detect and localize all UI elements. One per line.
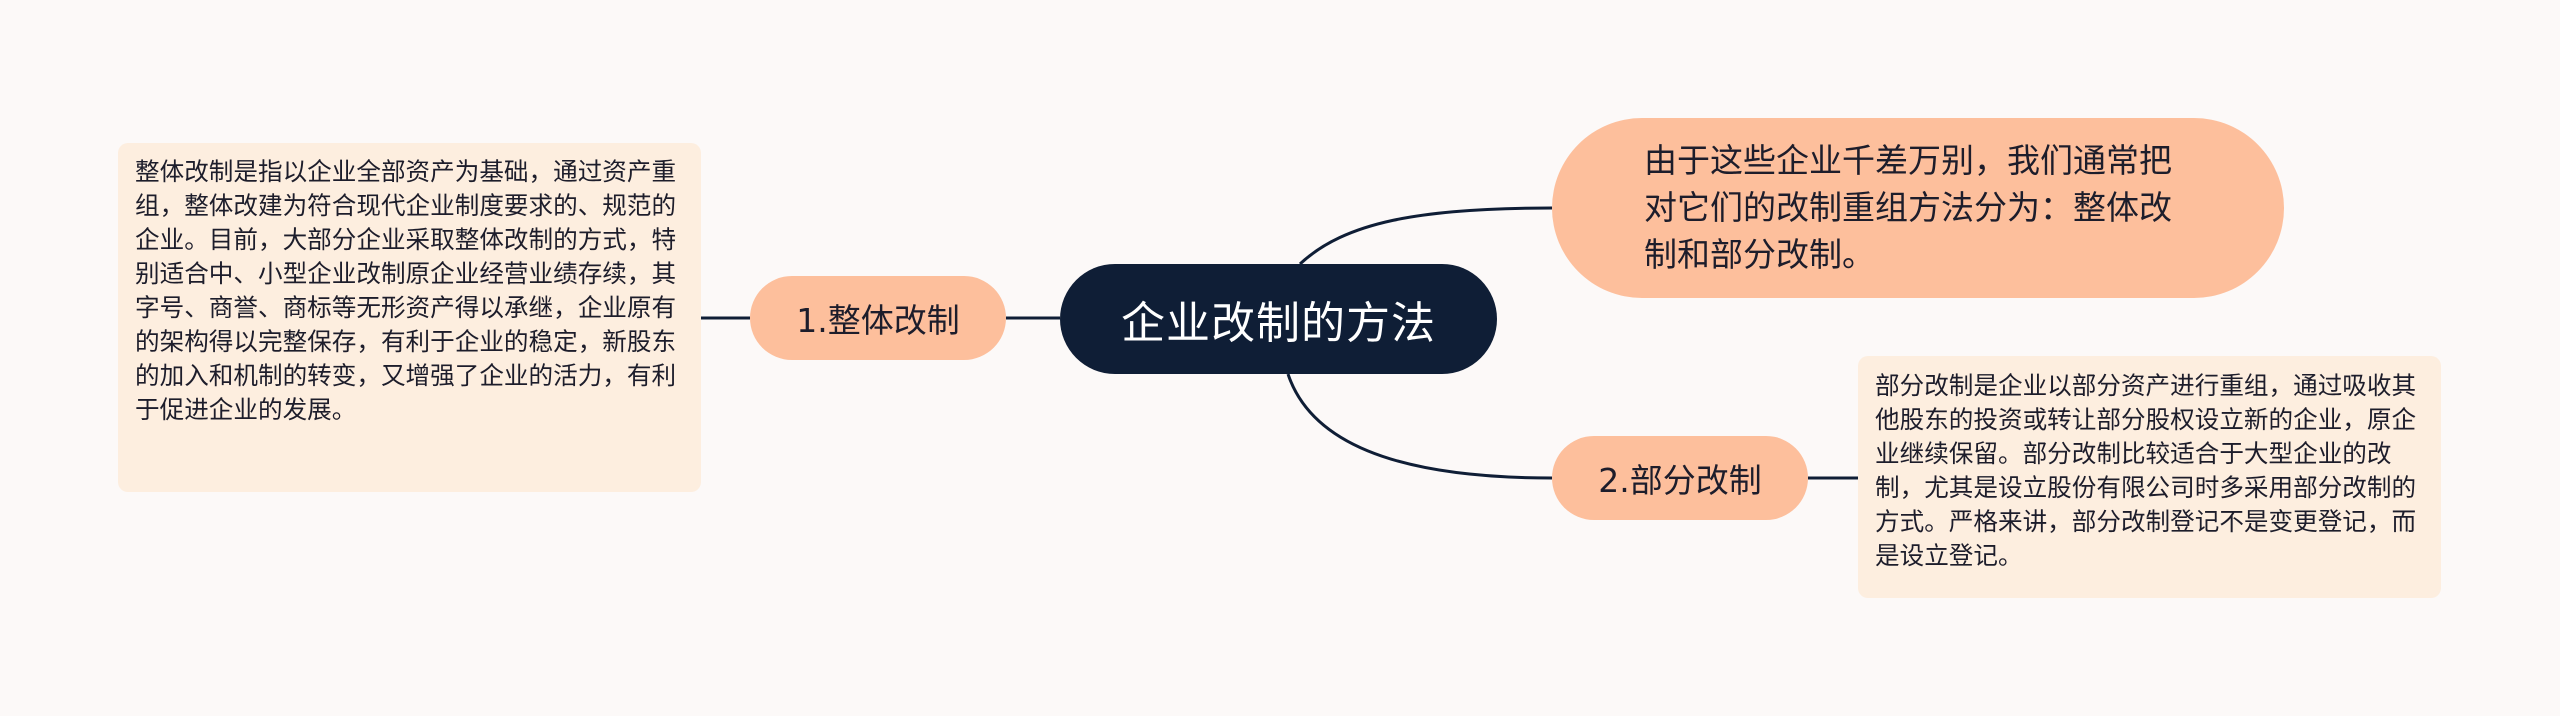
detail-note-whole-restructuring[interactable]: 整体改制是指以企业全部资产为基础，通过资产重组，整体改建为符合现代企业制度要求的… [118, 143, 701, 492]
detail-note-partial-restructuring[interactable]: 部分改制是企业以部分资产进行重组，通过吸收其他股东的投资或转让部分股权设立新的企… [1858, 356, 2441, 598]
root-topic[interactable]: 企业改制的方法 [1060, 264, 1497, 374]
connector-root-to-intro [1298, 206, 1553, 266]
branch-topic-whole-restructuring[interactable]: 1.整体改制 [750, 276, 1006, 360]
branch-topic-partial-restructuring[interactable]: 2.部分改制 [1552, 436, 1808, 520]
connector-root-to-branch-2 [1286, 373, 1553, 480]
intro-topic[interactable]: 由于这些企业千差万别，我们通常把对它们的改制重组方法分为：整体改制和部分改制。 [1552, 118, 2284, 298]
